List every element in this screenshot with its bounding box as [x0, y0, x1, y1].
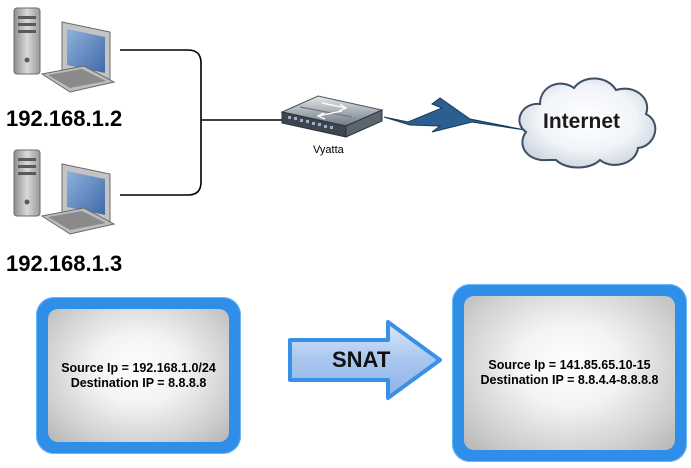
post-nat-panel: Source Ip = 141.85.65.10-15 Destination …	[452, 284, 687, 462]
pre-nat-panel: Source Ip = 192.168.1.0/24 Destination I…	[36, 297, 241, 454]
source-ip-text: Source Ip = 141.85.65.10-15	[488, 358, 651, 372]
post-nat-panel-body: Source Ip = 141.85.65.10-15 Destination …	[464, 296, 675, 450]
computer-icon	[13, 149, 116, 235]
cloud-label: Internet	[543, 110, 621, 133]
source-ip-text: Source Ip = 192.168.1.0/24	[61, 360, 216, 375]
cloud-icon	[518, 77, 657, 169]
snat-arrow-label: SNAT	[332, 347, 391, 372]
destination-ip-text: Destination IP = 8.8.8.8	[70, 375, 207, 390]
pre-nat-panel-body: Source Ip = 192.168.1.0/24 Destination I…	[48, 309, 229, 442]
router-label: Vyatta	[313, 144, 344, 156]
destination-ip-text: Destination IP = 8.8.4.4-8.8.8.8	[480, 373, 659, 387]
router-icon	[280, 95, 384, 138]
computer-icon	[13, 7, 116, 93]
host-ip-label: 192.168.1.2	[6, 106, 123, 131]
host-ip-label: 192.168.1.3	[6, 251, 123, 276]
snat-arrow-icon	[288, 320, 442, 400]
connection-lines	[120, 49, 290, 196]
wan-link-icon	[383, 97, 526, 133]
